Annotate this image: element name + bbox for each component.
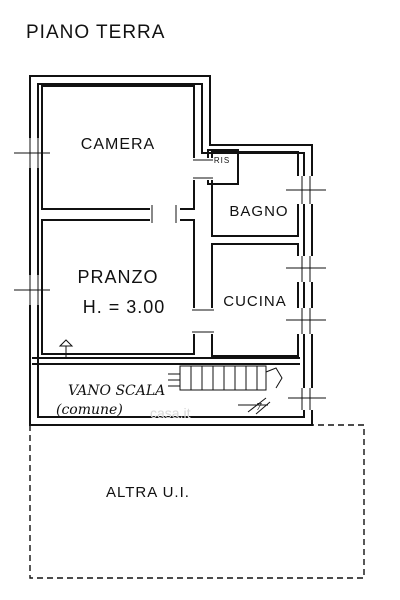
room-pranzo: PRANZO H. = 3.00 — [41, 219, 195, 355]
svg-text:7: 7 — [256, 403, 262, 413]
stair-label: VANO SCALA — [68, 383, 165, 399]
window-pranzo — [14, 275, 50, 305]
other-unit-label: ALTRA U.I. — [106, 484, 190, 501]
room-camera: CAMERA — [41, 85, 195, 210]
floor-title: PIANO TERRA — [26, 22, 165, 43]
other-unit: ALTRA U.I. — [29, 424, 365, 579]
room-height-pranzo: H. = 3.00 — [83, 297, 166, 317]
room-label-bagno: BAGNO — [229, 203, 288, 220]
window-camera — [14, 138, 50, 168]
window-cucina-lower — [286, 308, 326, 334]
room-cucina: CUCINA — [211, 243, 299, 357]
window-bagno — [286, 176, 326, 204]
door-openings — [150, 158, 214, 334]
stair-steps — [168, 365, 283, 391]
room-label-camera: CAMERA — [81, 136, 155, 153]
stair-landing-lines: 7 — [238, 397, 271, 415]
windows — [14, 138, 326, 410]
room-label-cucina: CUCINA — [223, 293, 287, 310]
watermark: casa.it — [150, 405, 191, 421]
room-label-ripostiglio: RIS — [214, 156, 230, 165]
stair-area: VANO SCALA (comune) 7 — [32, 339, 300, 418]
window-stair — [288, 388, 326, 410]
window-cucina-upper — [286, 256, 326, 282]
stair-note: (comune) — [56, 402, 123, 418]
room-label-pranzo: PRANZO — [77, 267, 158, 287]
outer-walls — [29, 75, 313, 426]
